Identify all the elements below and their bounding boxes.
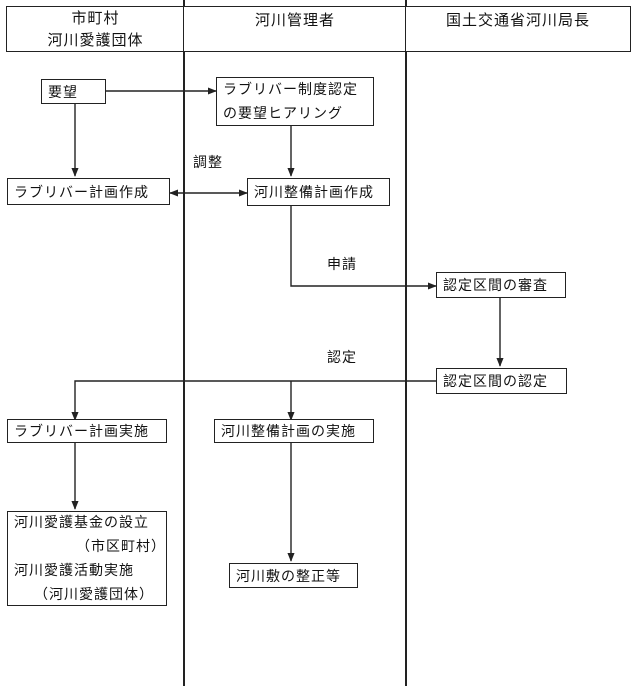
header-municipality-line2: 河川愛護団体 [47, 31, 144, 49]
node-request-label: 要望 [48, 84, 78, 101]
node-approval: 認定区間の認定 [436, 368, 567, 394]
node-activity-line2: （河川愛護団体） [34, 586, 154, 603]
header-river-admin-label: 河川管理者 [254, 11, 335, 29]
label-application: 申請 [327, 257, 357, 273]
node-fund-line2: （市区町村） [76, 538, 166, 555]
column-divider-left [183, 0, 185, 686]
node-approval-label: 認定区間の認定 [443, 374, 548, 390]
node-activity-line1: 河川愛護活動実施 [14, 562, 134, 579]
label-coordination: 調整 [193, 155, 223, 171]
header-mlit: 国土交通省河川局長 [405, 6, 631, 52]
header-river-admin: 河川管理者 [183, 6, 407, 52]
node-lovriver-impl-label: ラブリバー計画実施 [14, 424, 149, 440]
node-hearing-line1: ラブリバー制度認定 [223, 81, 358, 98]
header-municipality: 市町村 河川愛護団体 [6, 6, 185, 52]
node-hearing: ラブリバー制度認定 の要望ヒアリング [216, 77, 374, 126]
node-river-plan: 河川整備計画作成 [247, 178, 390, 206]
node-hearing-line2: の要望ヒアリング [223, 105, 343, 122]
node-river-bed-label: 河川敷の整正等 [236, 568, 341, 585]
header-municipality-line1: 市町村 [71, 9, 120, 27]
node-river-impl-label: 河川整備計画の実施 [221, 424, 356, 440]
label-certification: 認定 [327, 350, 357, 366]
node-river-plan-label: 河川整備計画作成 [254, 185, 374, 201]
node-river-impl: 河川整備計画の実施 [214, 419, 374, 443]
node-review-label: 認定区間の審査 [443, 278, 548, 294]
node-river-bed: 河川敷の整正等 [229, 563, 358, 588]
node-review: 認定区間の審査 [436, 272, 566, 298]
node-lovriver-impl: ラブリバー計画実施 [7, 419, 167, 443]
arrow-application [290, 206, 437, 290]
node-fund-line1: 河川愛護基金の設立 [14, 514, 149, 531]
node-request: 要望 [41, 79, 106, 104]
column-divider-right [405, 0, 407, 686]
header-mlit-label: 国土交通省河川局長 [445, 11, 590, 29]
node-fund-activity: 河川愛護基金の設立 （市区町村） 河川愛護活動実施 （河川愛護団体） [7, 511, 167, 606]
node-lovriver-plan-label: ラブリバー計画作成 [14, 184, 149, 201]
arrow-certification [71, 380, 436, 421]
node-lovriver-plan: ラブリバー計画作成 [7, 178, 170, 205]
